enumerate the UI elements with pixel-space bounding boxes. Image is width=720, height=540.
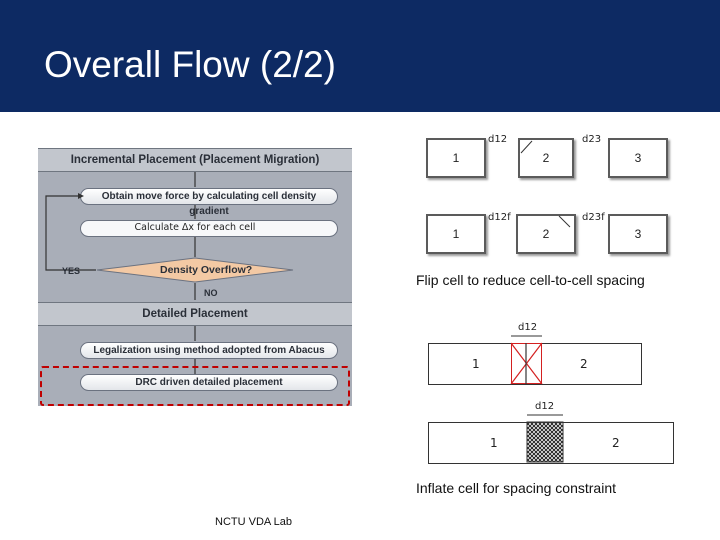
flip-top-d12: d12 bbox=[488, 134, 508, 145]
flowchart: Incremental Placement (Placement Migrati… bbox=[38, 148, 352, 406]
flip-top-notch-2 bbox=[520, 140, 533, 154]
inflate-bottom-d12: d12 bbox=[535, 401, 555, 412]
flip-bottom-cell-1: 1 bbox=[426, 214, 486, 254]
inflate-top-row bbox=[428, 343, 642, 385]
flip-bottom-notch-2 bbox=[558, 215, 571, 228]
decision-diamond bbox=[96, 257, 294, 283]
flip-top-cell-3: 3 bbox=[608, 138, 668, 178]
inflate-top-d12: d12 bbox=[518, 322, 538, 333]
flip-bottom-cell-2: 2 bbox=[516, 214, 576, 254]
delta-x-step bbox=[80, 220, 338, 237]
flip-top-cell-2: 2 bbox=[518, 138, 574, 178]
slide-title: Overall Flow (2/2) bbox=[44, 44, 336, 85]
inflate-caption: Inflate cell for spacing constraint bbox=[416, 480, 616, 496]
footer-lab: NCTU VDA Lab bbox=[215, 516, 293, 528]
detailed-placement-band: Detailed Placement bbox=[38, 302, 352, 326]
yes-label: YES bbox=[62, 266, 81, 276]
flow-arrows bbox=[45, 172, 294, 374]
calc-note: Calculate Δx for each cell bbox=[134, 222, 256, 233]
title-bar bbox=[0, 0, 720, 112]
yes-loop-arrow bbox=[45, 195, 96, 271]
inflate-top-cell-1: 1 bbox=[472, 357, 480, 371]
inflate-bottom-cell-2: 2 bbox=[612, 436, 620, 450]
flip-bottom-d23f: d23f bbox=[582, 212, 605, 223]
incremental-placement-band: Incremental Placement (Placement Migrati… bbox=[38, 148, 352, 172]
move-force-step: Obtain move force by calculating cell de… bbox=[80, 188, 338, 217]
flip-bottom-d12f: d12f bbox=[488, 212, 511, 223]
drc-highlight-box bbox=[40, 366, 350, 406]
legalization-step: Legalization using method adopted from A… bbox=[80, 342, 338, 359]
no-label: NO bbox=[204, 288, 218, 298]
flip-bottom-cell-3: 3 bbox=[608, 214, 668, 254]
inflate-top-cell-2: 2 bbox=[580, 357, 588, 371]
inflated-region bbox=[526, 421, 564, 463]
flip-caption: Flip cell to reduce cell-to-cell spacing bbox=[416, 272, 645, 288]
flip-top-d23: d23 bbox=[582, 134, 602, 145]
flip-top-cell-1: 1 bbox=[426, 138, 486, 178]
inflate-bottom-cell-1: 1 bbox=[490, 436, 498, 450]
inflate-bottom-row bbox=[428, 422, 674, 464]
drc-step: DRC driven detailed placement bbox=[80, 374, 338, 391]
decision-label: Density Overflow? bbox=[160, 264, 253, 276]
